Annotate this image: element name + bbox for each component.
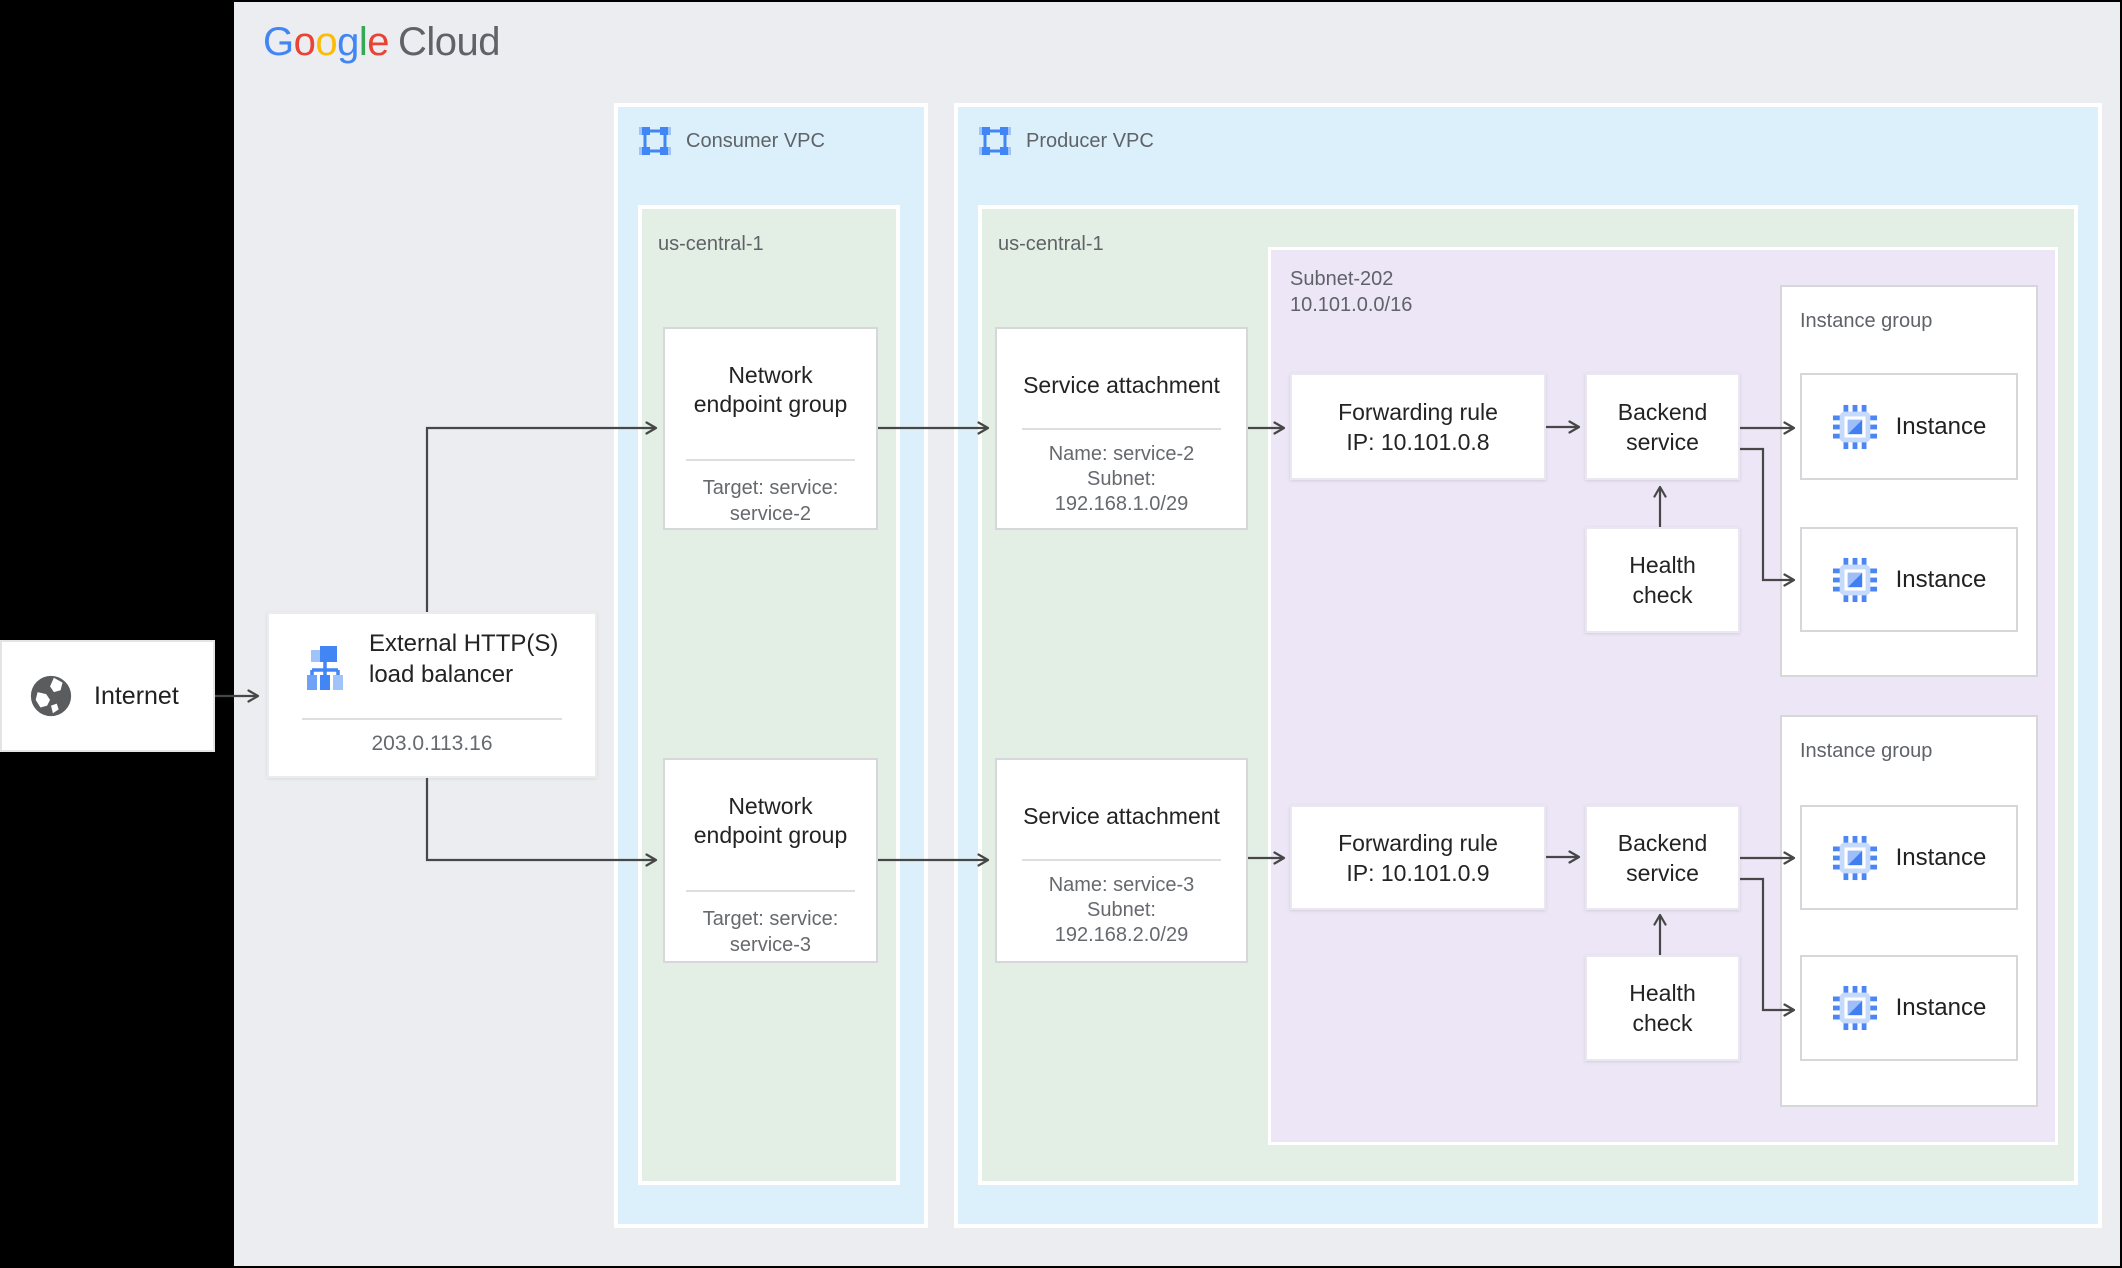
- producer-vpc-label: Producer VPC: [1026, 129, 1154, 152]
- divider: [1021, 859, 1222, 861]
- service-attachment-detail: Name: service-2 Subnet: 192.168.1.0/29: [1048, 443, 1195, 515]
- internet-node: Internet: [0, 640, 215, 752]
- forwarding-rule-1: Forwarding rule IP: 10.101.0.8: [1290, 373, 1546, 480]
- health-check-1: Health check: [1585, 527, 1740, 633]
- producer-vpc-header: Producer VPC: [978, 124, 1154, 158]
- logo-letter: o: [293, 20, 316, 64]
- neg-title: Network endpoint group: [693, 793, 848, 848]
- neg-target: Target: service: service-2: [702, 477, 839, 525]
- network-endpoint-group-1: Network endpoint group Target: service: …: [663, 327, 878, 530]
- logo-cloud-text: Cloud: [398, 20, 501, 64]
- health-check-2: Health check: [1585, 955, 1740, 1061]
- compute-instance-icon: [1832, 404, 1877, 449]
- load-balancer-title: External HTTP(S) load balancer: [369, 630, 559, 688]
- forwarding-rule-2: Forwarding rule IP: 10.101.0.9: [1290, 805, 1546, 910]
- vpc-network-icon: [639, 127, 671, 155]
- instance-group-label: Instance group: [1800, 740, 1933, 762]
- instance-1b: Instance: [1800, 527, 2018, 632]
- divider: [686, 890, 855, 892]
- globe-icon: [30, 675, 72, 717]
- service-attachment-1: Service attachment Name: service-2 Subne…: [995, 327, 1248, 530]
- logo-letter: e: [367, 20, 390, 64]
- compute-instance-icon: [1832, 985, 1877, 1031]
- instance-1a: Instance: [1800, 373, 2018, 480]
- consumer-vpc-header: Consumer VPC: [638, 124, 825, 158]
- subnet-label: Subnet-202 10.101.0.0/16: [1290, 268, 1413, 316]
- vpc-network-icon: [979, 127, 1011, 155]
- producer-region-label: us-central-1: [998, 233, 1104, 255]
- instance-label: Instance: [1895, 843, 1987, 871]
- service-attachment-2: Service attachment Name: service-3 Subne…: [995, 758, 1248, 963]
- consumer-vpc-label: Consumer VPC: [686, 129, 825, 152]
- load-balancer-ip: 203.0.113.16: [371, 732, 493, 755]
- compute-instance-icon: [1832, 557, 1877, 602]
- instance-2a: Instance: [1800, 805, 2018, 910]
- backend-service-2: Backend service: [1585, 805, 1740, 910]
- load-balancer-node: External HTTP(S) load balancer 203.0.113…: [267, 612, 597, 778]
- service-attachment-title: Service attachment: [1023, 372, 1220, 398]
- compute-instance-icon: [1832, 835, 1877, 880]
- network-endpoint-group-2: Network endpoint group Target: service: …: [663, 758, 878, 963]
- logo-letter: o: [315, 20, 338, 64]
- logo-letter: g: [337, 20, 359, 64]
- service-attachment-detail: Name: service-3 Subnet: 192.168.2.0/29: [1048, 874, 1195, 946]
- service-attachment-title: Service attachment: [1023, 803, 1220, 829]
- logo-letter: G: [263, 20, 294, 64]
- divider: [301, 718, 563, 720]
- logo-letter: l: [358, 20, 368, 64]
- consumer-region-label: us-central-1: [658, 233, 764, 255]
- divider: [686, 459, 855, 461]
- neg-target: Target: service: service-3: [702, 908, 839, 956]
- backend-service-1: Backend service: [1585, 373, 1740, 480]
- instance-group-label: Instance group: [1800, 310, 1933, 332]
- instance-2b: Instance: [1800, 955, 2018, 1061]
- neg-title: Network endpoint group: [693, 362, 848, 417]
- load-balancer-icon: [307, 646, 343, 690]
- instance-label: Instance: [1895, 994, 1987, 1021]
- instance-label: Instance: [1895, 565, 1987, 593]
- divider: [1021, 428, 1222, 430]
- instance-label: Instance: [1895, 412, 1987, 440]
- internet-label: Internet: [94, 681, 179, 710]
